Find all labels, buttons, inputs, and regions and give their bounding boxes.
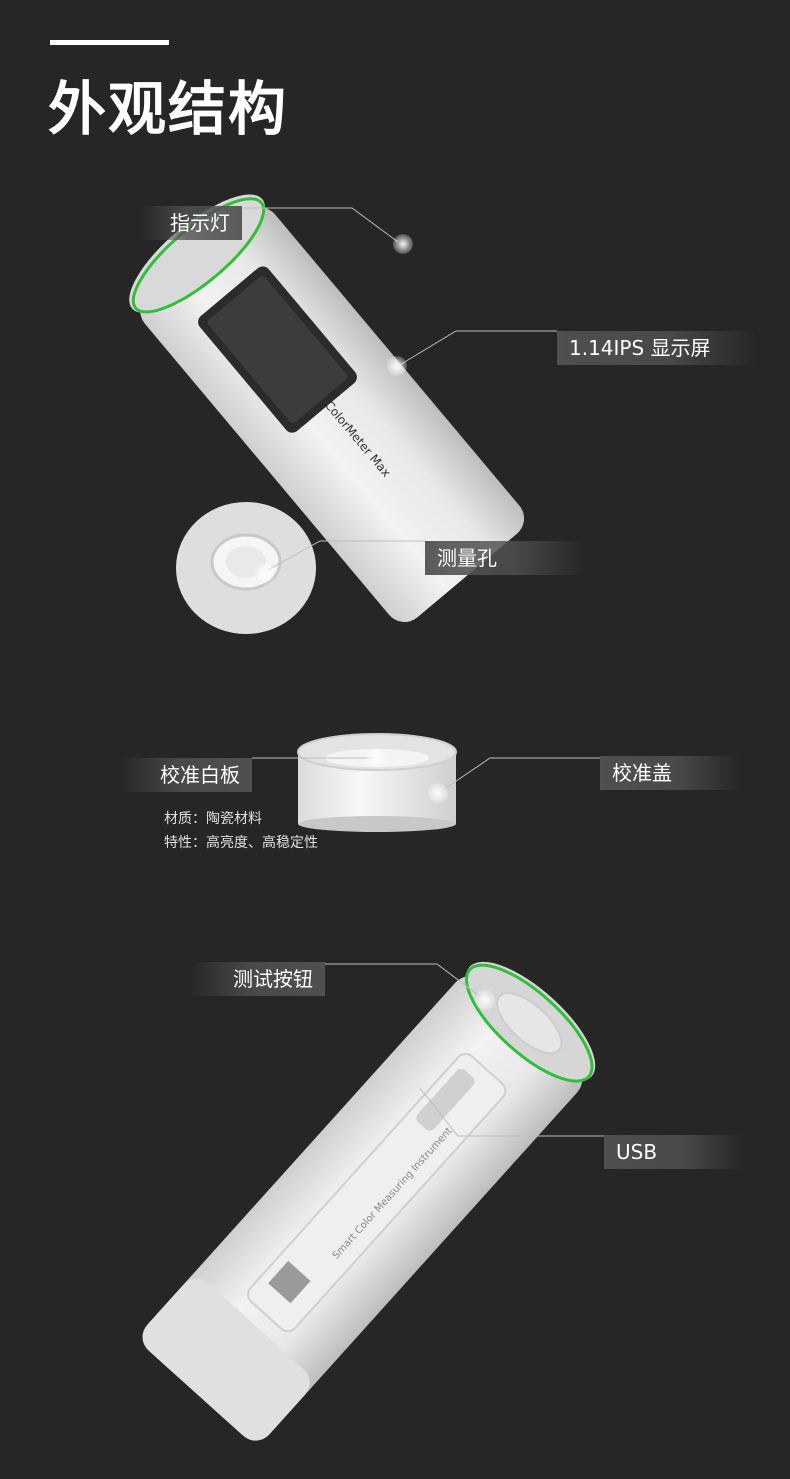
callout-usb: USB xyxy=(604,1135,744,1169)
callout-calibration-cap: 校准盖 xyxy=(600,756,740,790)
callout-test-button: 测试按钮 xyxy=(190,962,325,996)
device-top-leaders xyxy=(243,207,557,573)
callout-aperture: 测量孔 xyxy=(425,541,585,575)
page-title: 外观结构 xyxy=(48,75,289,143)
callout-white-board: 校准白板 xyxy=(120,758,252,792)
device-top: ColorMeter Max xyxy=(129,194,525,634)
indicator-marker xyxy=(393,234,413,254)
header-rule xyxy=(50,40,169,45)
callout-indicator-light: 指示灯 xyxy=(140,206,242,240)
device-bottom-leaders xyxy=(325,963,604,1137)
material-note: 材质：陶瓷材料 xyxy=(164,811,262,827)
feature-note: 特性：高亮度、高稳定性 xyxy=(164,835,318,851)
device-bottom: Smart Color Measuring Instrument xyxy=(142,961,596,1441)
button-marker xyxy=(475,990,495,1010)
callout-display: 1.14IPS 显示屏 xyxy=(557,331,757,365)
display-marker xyxy=(387,356,407,376)
white-board-marker xyxy=(366,748,386,768)
aperture-marker xyxy=(255,563,275,583)
cap-marker xyxy=(428,783,448,803)
calibration-leaders xyxy=(252,757,600,793)
